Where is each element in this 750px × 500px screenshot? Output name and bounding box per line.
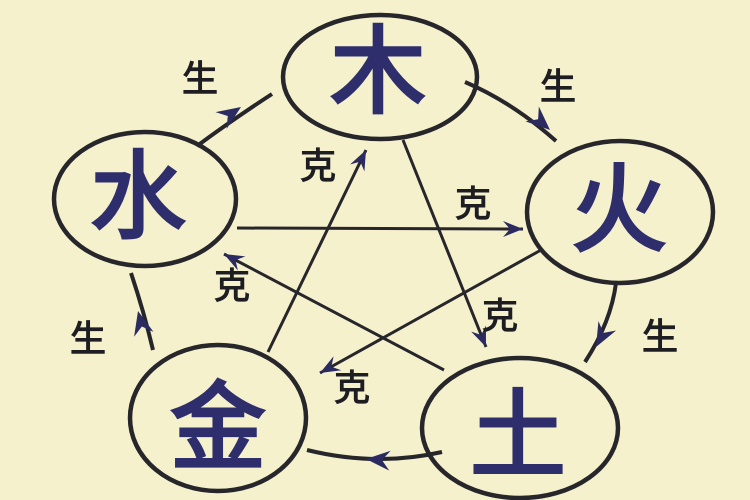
- element-fire: 火: [571, 154, 667, 266]
- element-water: 水: [90, 141, 186, 253]
- arrowhead-earth-to-water: [224, 254, 246, 271]
- water-circle: [51, 129, 239, 269]
- arrow-water-generates-wood: [195, 92, 274, 148]
- metal-circle: [127, 342, 309, 494]
- wood-circle: [280, 12, 480, 142]
- arrow-earth-overcomes-water: [223, 252, 445, 372]
- arrow-fire-generates-earth: [583, 282, 618, 364]
- fire-circle: [524, 138, 716, 286]
- arrow-water-overcomes-fire: [236, 226, 524, 231]
- arrow-wood-overcomes-earth: [401, 139, 488, 348]
- sheng-label-wood-to-fire: 生: [539, 67, 577, 108]
- arrow-fire-overcomes-metal: [319, 248, 542, 375]
- sheng-label-metal-to-water: 生: [69, 319, 107, 360]
- arrow-metal-overcomes-wood: [266, 149, 368, 353]
- ke-label-wood-to-earth: 克: [481, 296, 519, 337]
- arrowhead-water-to-wood: [215, 107, 241, 129]
- arrowhead-water-to-fire: [503, 221, 523, 237]
- ke-label-earth-to-water: 克: [213, 266, 251, 307]
- ke-label-fire-to-metal: 克: [333, 368, 371, 409]
- arrowhead-earth-to-metal: [366, 450, 391, 471]
- element-circles: [51, 12, 716, 500]
- element-metal: 金: [170, 372, 266, 484]
- arrowhead-wood-to-earth: [471, 325, 486, 347]
- arrowhead-fire-to-earth: [596, 321, 617, 347]
- ke-label-water-to-fire: 克: [454, 184, 492, 225]
- arrowhead-metal-to-wood: [350, 150, 366, 172]
- overcoming-arrows: [223, 139, 542, 375]
- earth-circle: [419, 355, 621, 500]
- element-wood: 木: [330, 16, 426, 128]
- arrowhead-metal-to-water: [134, 311, 154, 337]
- sheng-label-fire-to-earth: 生: [641, 317, 679, 358]
- element-earth: 土: [470, 380, 566, 492]
- arrow-metal-generates-water: [129, 272, 155, 351]
- ke-label-metal-to-wood: 克: [299, 146, 337, 187]
- arrowhead-wood-to-fire: [525, 106, 550, 130]
- arrowhead-fire-to-metal: [320, 356, 342, 373]
- sheng-label-water-to-wood: 生: [181, 59, 219, 100]
